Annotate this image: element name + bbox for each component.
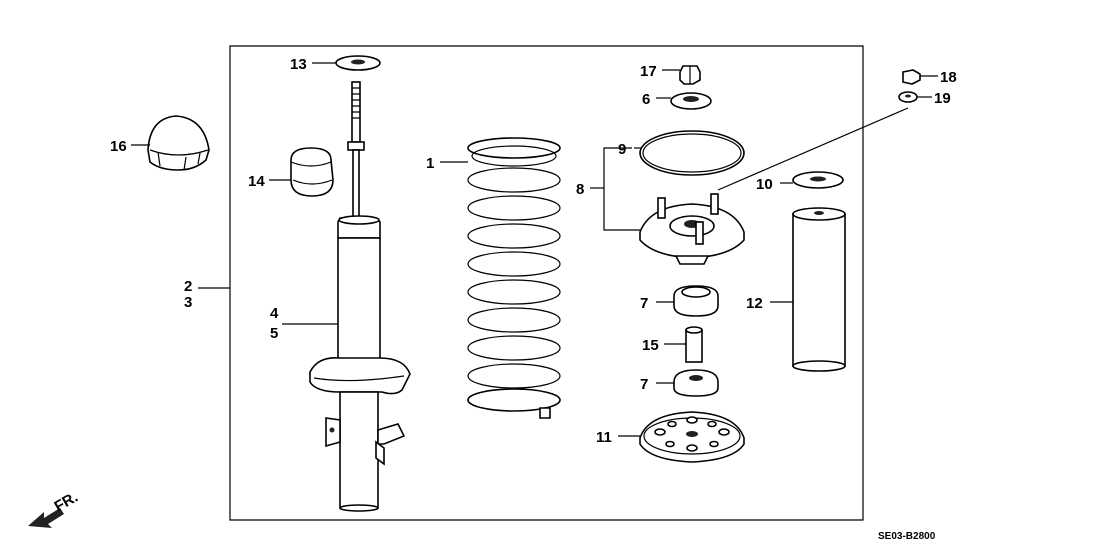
bump-stop-icon	[290, 147, 334, 197]
o-ring-icon	[639, 130, 745, 176]
spring-seat-icon	[670, 92, 712, 110]
callout-12: 12	[746, 295, 763, 312]
nut-icon	[679, 65, 701, 85]
callout-19: 19	[934, 90, 951, 107]
catalog-code: SE03-B2800	[878, 531, 936, 542]
small-nut-icon	[902, 69, 921, 85]
callout-15: 15	[642, 337, 659, 354]
callout-11: 11	[596, 429, 612, 446]
callout-7-upper: 7	[640, 295, 648, 312]
callout-16: 16	[110, 138, 127, 155]
callout-14: 14	[248, 173, 265, 190]
dust-cover-icon	[792, 207, 846, 372]
callout-13: 13	[290, 56, 307, 73]
callout-9: 9	[618, 141, 626, 158]
callout-18: 18	[940, 69, 957, 86]
collar-icon	[685, 326, 703, 363]
dust-cover-washer-icon	[792, 171, 844, 189]
assembly-frame	[229, 45, 864, 521]
cap-icon	[147, 115, 210, 171]
small-washer-icon	[898, 91, 918, 103]
callout-3: 3	[184, 294, 192, 311]
callout-4: 4	[270, 305, 279, 322]
lower-mount-plate-icon	[639, 411, 745, 463]
shock-absorber-icon	[309, 81, 411, 512]
callout-7-lower: 7	[640, 376, 648, 393]
callout-8: 8	[576, 181, 584, 198]
rubber-bushing-lower-icon	[673, 369, 719, 397]
front-direction-arrow-icon	[28, 508, 64, 528]
callout-17: 17	[640, 63, 657, 80]
callout-10: 10	[756, 176, 773, 193]
washer-icon	[335, 55, 381, 71]
callout-1: 1	[426, 155, 434, 172]
callout-2: 2	[184, 278, 192, 295]
rubber-bushing-upper-icon	[673, 285, 719, 317]
callout-5: 5	[270, 325, 278, 342]
callout-6: 6	[642, 91, 650, 108]
coil-spring-icon	[467, 137, 561, 419]
mounting-base-icon	[639, 193, 745, 265]
